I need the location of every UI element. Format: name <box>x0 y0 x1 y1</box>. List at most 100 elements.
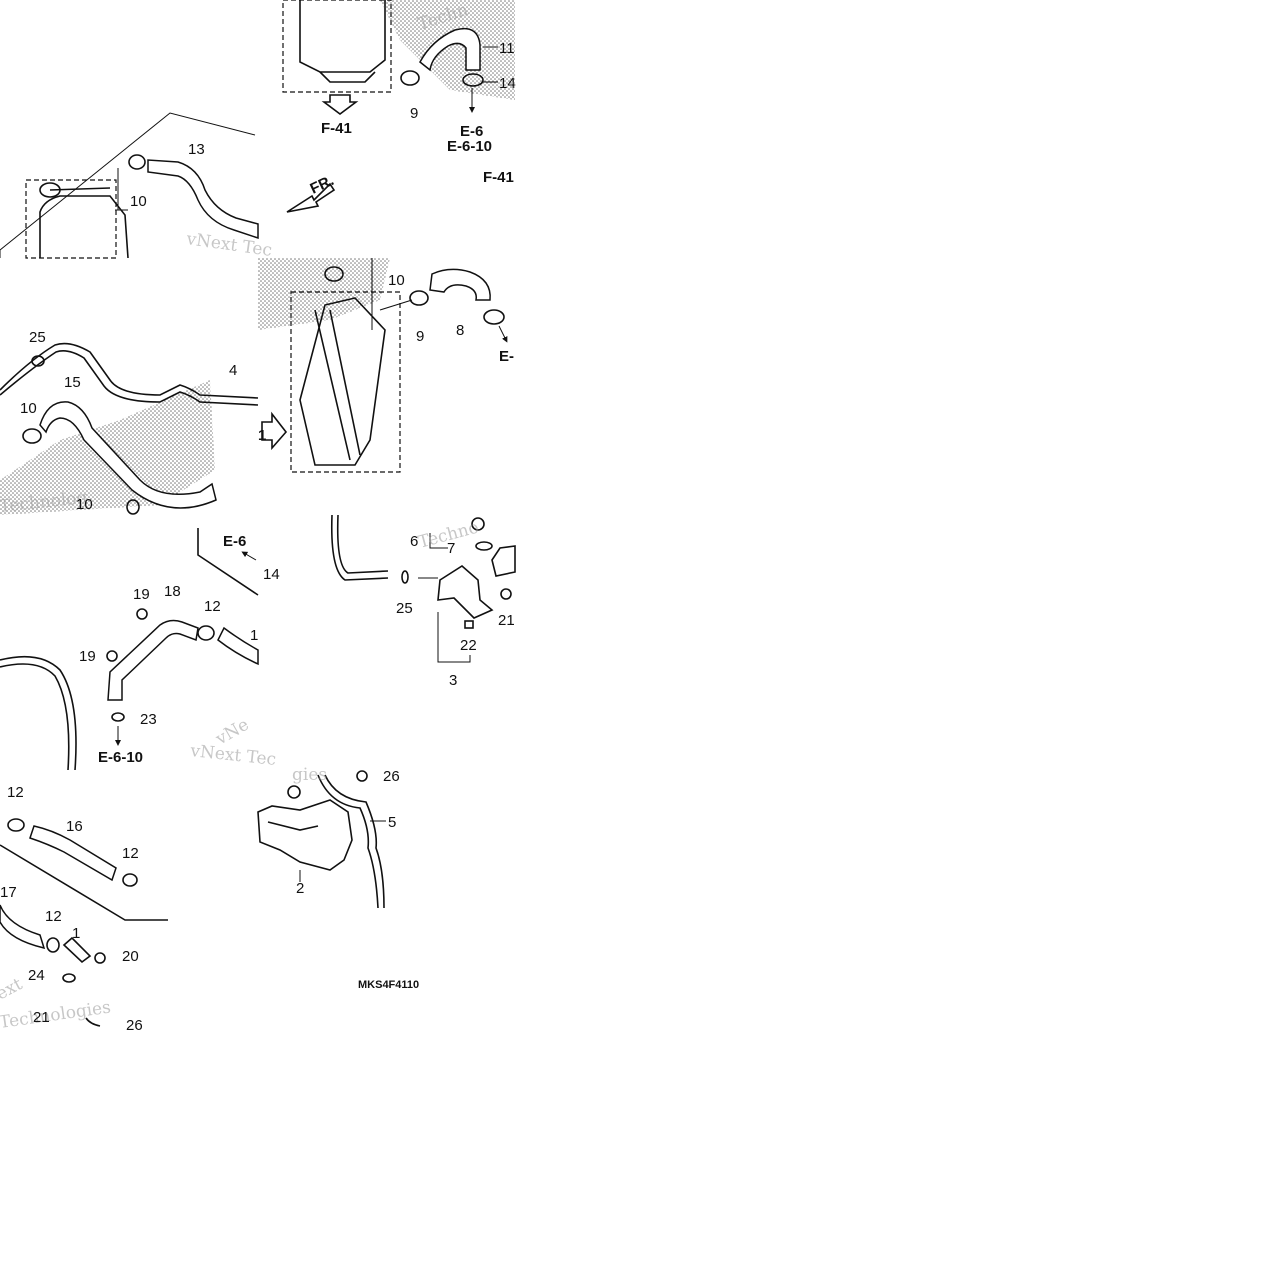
arrow-f41 <box>261 411 288 451</box>
tile-bypass-hoses: vNext Tec vNe E-6 14 19 18 12 1 19 23 E-… <box>0 528 280 771</box>
callout-13: 13 <box>188 141 205 158</box>
hose-1 <box>217 626 259 666</box>
clamp-10 <box>22 428 42 444</box>
ref-f41: 1 <box>258 427 266 444</box>
bolt-19 <box>106 650 118 662</box>
hose-15 <box>39 401 217 509</box>
tile-radiator-center: 10 9 8 E- 1 <box>258 258 514 473</box>
watermark: Technologies <box>0 997 112 1032</box>
watermark: ext <box>0 974 26 1004</box>
callout-4: 4 <box>229 362 237 379</box>
callout-5: 5 <box>388 814 396 831</box>
ref-e6: E-6 <box>223 533 246 550</box>
radiator-body <box>299 0 386 73</box>
thermostat-6 <box>471 517 485 531</box>
bolt-26 <box>356 770 368 782</box>
radiator-body <box>299 297 386 466</box>
callout-12: 12 <box>122 845 139 862</box>
ref-e6: E-6 <box>460 123 483 140</box>
callout-21: 21 <box>498 612 515 629</box>
tile-radiator-left: vNext Tec 13 10 <box>0 112 273 261</box>
clip-25 <box>31 355 45 367</box>
tile-lower-hoses: ext Technologies 12 16 12 17 12 1 20 24 … <box>0 784 168 1034</box>
callout-6: 6 <box>410 533 418 550</box>
callout-15: 15 <box>64 374 81 391</box>
callout-26: 26 <box>383 768 400 785</box>
callout-22: 22 <box>460 637 477 654</box>
clamp-10 <box>128 154 146 170</box>
radiator-outline-dashed <box>282 0 392 93</box>
ref-e6: E- <box>499 348 514 365</box>
radiator-body <box>39 195 129 259</box>
callout-16: 16 <box>66 818 83 835</box>
callout-21: 21 <box>33 1009 50 1026</box>
callout-12: 12 <box>7 784 24 801</box>
clamp-14 <box>462 73 484 87</box>
clamp <box>483 309 505 325</box>
clamp <box>324 266 344 282</box>
hose-13 <box>147 159 259 240</box>
arrow-f41 <box>321 94 359 115</box>
callout-8: 8 <box>456 322 464 339</box>
callout-9: 9 <box>410 105 418 122</box>
callout-14: 14 <box>263 566 280 583</box>
watermark: vNext Tec <box>188 741 277 770</box>
tile-hoses-left: Technolog 25 15 4 10 10 <box>0 329 259 517</box>
pipe-18 <box>107 619 199 701</box>
o-ring-23 <box>111 712 125 722</box>
reservoir-tank <box>257 799 353 871</box>
hose-8 <box>429 268 491 301</box>
ref-e6-10: E-6-10 <box>447 138 492 155</box>
callout-17: 17 <box>0 884 17 901</box>
callout-24: 24 <box>28 967 45 984</box>
seal-7 <box>475 541 493 551</box>
callout-1: 1 <box>72 925 80 942</box>
hose-11 <box>419 27 481 72</box>
ref-f41: F-41 <box>321 120 352 137</box>
callout-10: 10 <box>20 400 37 417</box>
callout-19: 19 <box>133 586 150 603</box>
callout-2: 2 <box>296 880 304 897</box>
front-direction-arrow <box>286 182 336 213</box>
callout-7: 7 <box>447 540 455 557</box>
clamp-10 <box>126 499 140 515</box>
callout-10: 10 <box>130 193 147 210</box>
clip-25 <box>401 570 409 584</box>
thermostat-housing <box>437 565 494 619</box>
clamp-12 <box>197 625 215 641</box>
callout-12: 12 <box>204 598 221 615</box>
callout-11: 11 <box>499 40 515 57</box>
callout-18: 18 <box>164 583 181 600</box>
radiator-outline-dashed <box>290 291 401 473</box>
clamp-9 <box>409 290 429 306</box>
drawing-code: MKS4F4110 <box>358 979 419 991</box>
tile-thermostat: Techno 6 7 25 21 22 3 <box>330 514 516 689</box>
o-ring-24 <box>62 973 76 983</box>
hose-16 <box>29 825 117 882</box>
clamp-9 <box>400 70 420 86</box>
nut-22 <box>464 620 474 629</box>
callout-1: 1 <box>250 627 258 644</box>
callout-3: 3 <box>449 672 457 689</box>
bolt-21 <box>500 588 512 600</box>
callout-26: 26 <box>126 1017 143 1034</box>
tile-radiator-upper-right: Techn 11 14 9 F-41 E-6 E-6-10 F-41 FR. <box>282 0 516 213</box>
callout-25: 25 <box>29 329 46 346</box>
bolt-20 <box>94 952 106 964</box>
front-direction-label: FR. <box>308 172 337 198</box>
callout-10: 10 <box>76 496 93 513</box>
bolt <box>287 785 301 799</box>
ref-e6-10: E-6-10 <box>98 749 143 766</box>
tile-reservoir: gies 26 5 2 MKS4F4110 <box>257 765 419 991</box>
callout-10: 10 <box>388 272 405 289</box>
callout-19: 19 <box>79 648 96 665</box>
clamp-12 <box>46 937 60 953</box>
joint-1 <box>62 936 92 964</box>
hose-17 <box>0 904 46 950</box>
watermark: gies <box>292 765 327 785</box>
callout-14: 14 <box>499 75 516 92</box>
clamp-12 <box>7 818 25 832</box>
callout-20: 20 <box>122 948 139 965</box>
thermostat-cover <box>491 545 516 577</box>
